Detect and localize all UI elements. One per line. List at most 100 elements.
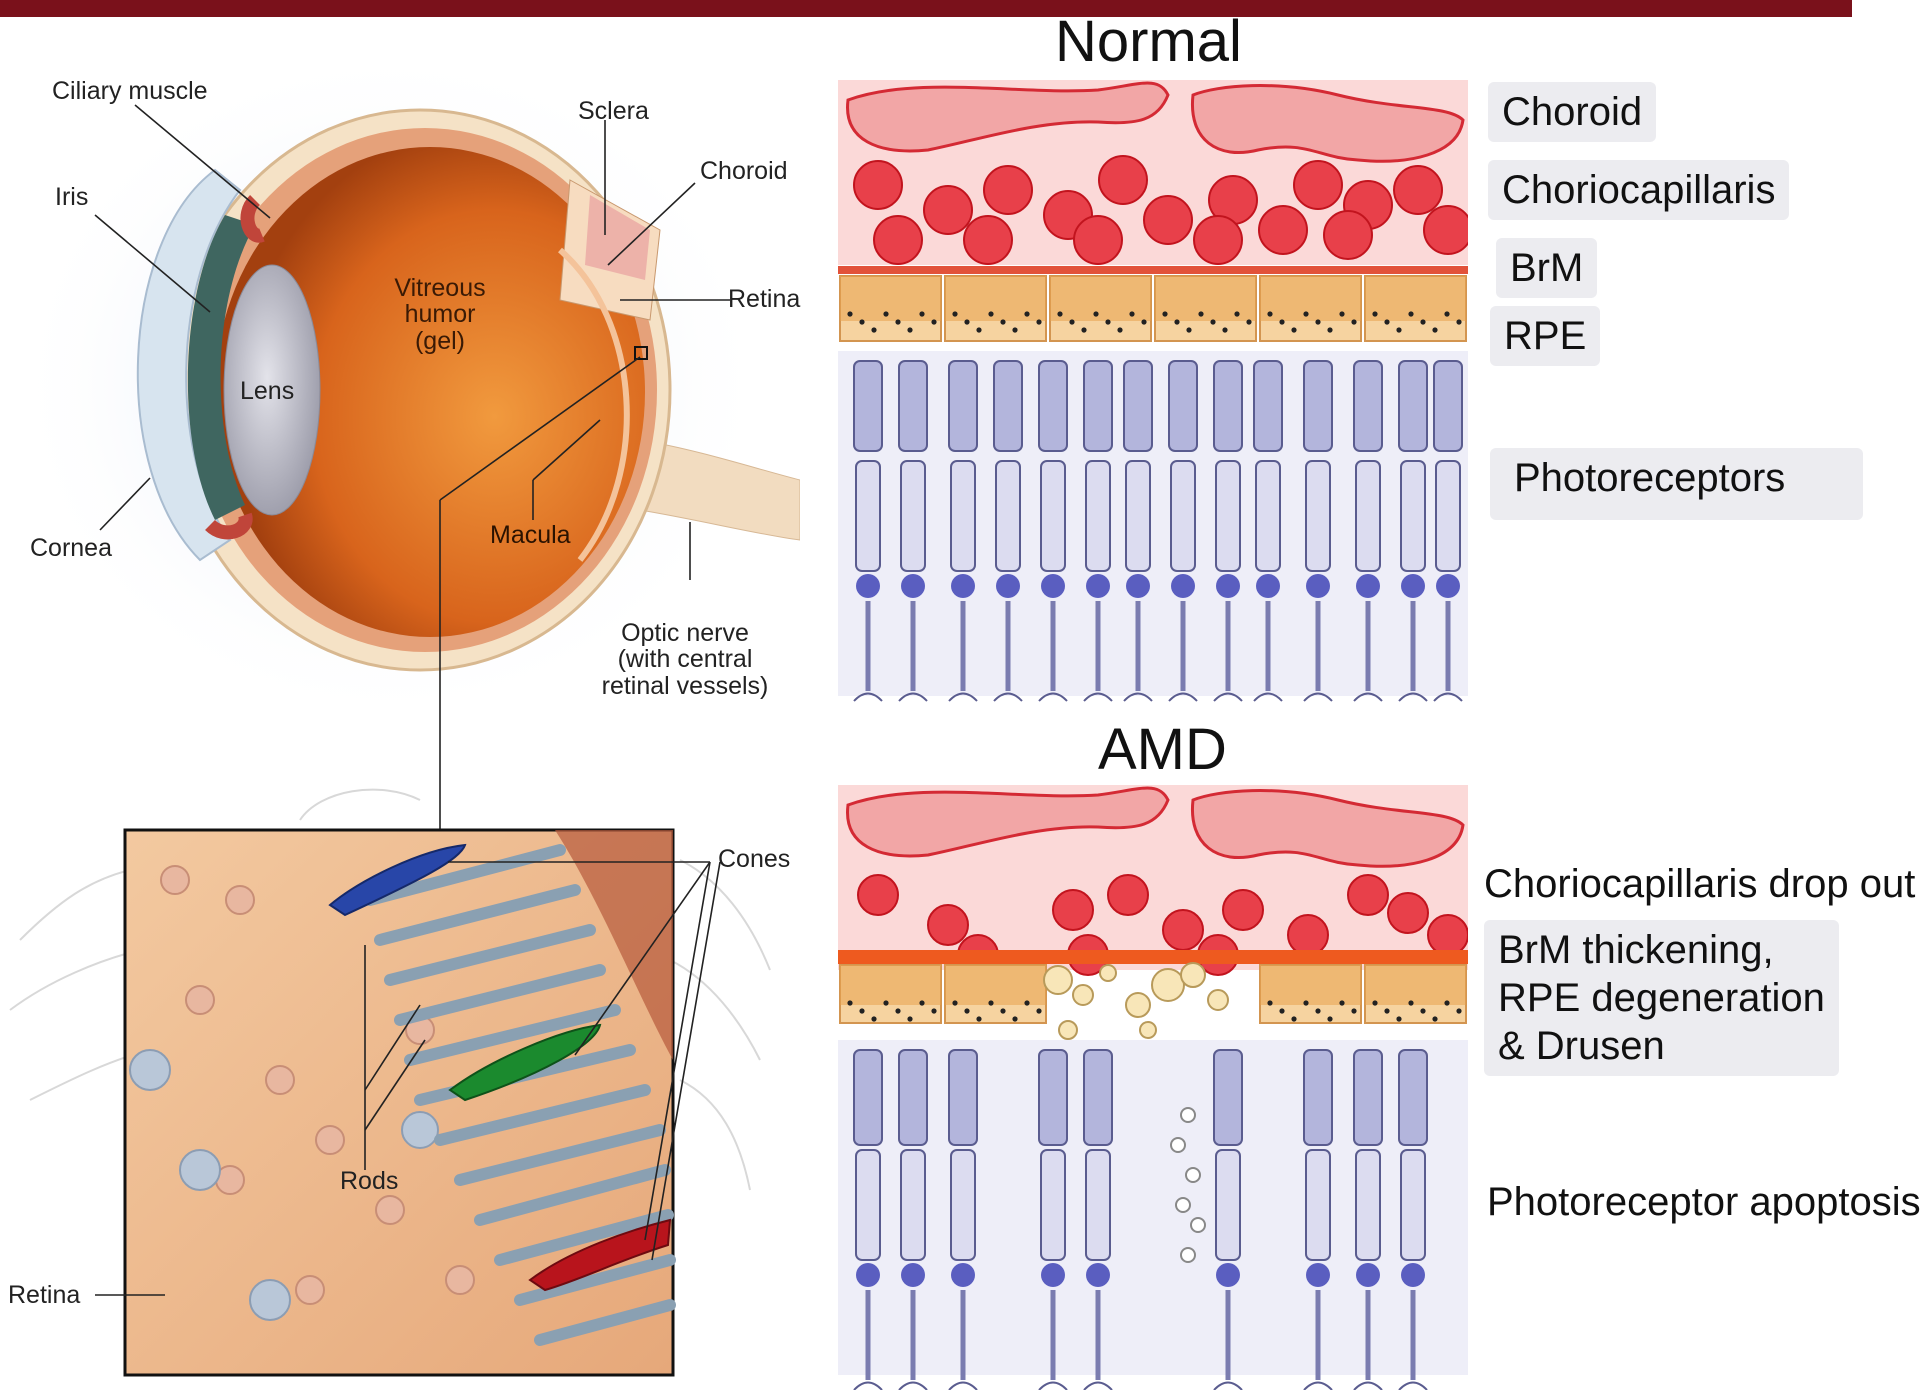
apoptotic-body bbox=[1176, 1198, 1190, 1212]
melanin-granule bbox=[859, 1008, 864, 1013]
melanin-granule bbox=[1057, 311, 1062, 316]
label-ciliary-muscle: Ciliary muscle bbox=[52, 78, 208, 104]
melanin-granule bbox=[1351, 319, 1356, 324]
rpe-cell-apical bbox=[1365, 276, 1466, 321]
photoreceptor-nucleus bbox=[901, 574, 925, 598]
melanin-granule bbox=[1396, 327, 1401, 332]
synaptic-terminal bbox=[1214, 1383, 1242, 1391]
melanin-granule bbox=[1000, 1008, 1005, 1013]
melanin-granule bbox=[871, 1016, 876, 1021]
photoreceptor-inner-segment bbox=[1306, 1150, 1330, 1260]
drusen-deposit bbox=[1073, 985, 1093, 1005]
photoreceptor-nucleus bbox=[1306, 574, 1330, 598]
melanin-granule bbox=[1279, 319, 1284, 324]
photoreceptor-nucleus bbox=[1436, 574, 1460, 598]
melanin-granule bbox=[871, 327, 876, 332]
photoreceptor-outer-segment bbox=[899, 361, 927, 451]
melanin-granule bbox=[1024, 311, 1029, 316]
photoreceptor-inner-segment bbox=[951, 1150, 975, 1260]
melanin-granule bbox=[952, 1000, 957, 1005]
apoptotic-body bbox=[1191, 1218, 1205, 1232]
melanin-granule bbox=[919, 311, 924, 316]
melanin-granule bbox=[1408, 311, 1413, 316]
melanin-granule bbox=[1186, 327, 1191, 332]
choriocapillaris-vessel bbox=[924, 186, 972, 234]
photoreceptor-inner-segment bbox=[951, 461, 975, 571]
melanin-granule bbox=[1036, 1008, 1041, 1013]
melanin-granule bbox=[1012, 1016, 1017, 1021]
photoreceptor-nucleus bbox=[1216, 1263, 1240, 1287]
tag-rpe: RPE bbox=[1490, 306, 1600, 366]
photoreceptor-outer-segment bbox=[1039, 1050, 1067, 1145]
choriocapillaris-vessel bbox=[1223, 890, 1263, 930]
choriocapillaris-vessel bbox=[1144, 196, 1192, 244]
choriocapillaris-vessel bbox=[1108, 875, 1148, 915]
photoreceptor-inner-segment bbox=[1086, 461, 1110, 571]
melanin-granule bbox=[1420, 319, 1425, 324]
melanin-granule bbox=[859, 319, 864, 324]
melanin-granule bbox=[1069, 319, 1074, 324]
label-cones: Cones bbox=[718, 846, 790, 872]
photoreceptor-outer-segment bbox=[949, 1050, 977, 1145]
photoreceptor-nucleus bbox=[1041, 574, 1065, 598]
tag-choroid: Choroid bbox=[1488, 82, 1656, 142]
melanin-granule bbox=[1093, 311, 1098, 316]
melanin-granule bbox=[883, 1000, 888, 1005]
photoreceptor-nucleus bbox=[951, 1263, 975, 1287]
melanin-granule bbox=[1372, 311, 1377, 316]
photoreceptor-nucleus bbox=[901, 1263, 925, 1287]
melanin-granule bbox=[952, 311, 957, 316]
melanin-granule bbox=[1339, 311, 1344, 316]
melanin-granule bbox=[988, 311, 993, 316]
melanin-granule bbox=[895, 1008, 900, 1013]
melanin-granule bbox=[1129, 311, 1134, 316]
drusen-deposit bbox=[1059, 1021, 1077, 1039]
choriocapillaris-vessel bbox=[874, 216, 922, 264]
photoreceptor-outer-segment bbox=[854, 361, 882, 451]
melanin-granule bbox=[1327, 327, 1332, 332]
melanin-granule bbox=[1444, 311, 1449, 316]
melanin-granule bbox=[931, 319, 936, 324]
melanin-granule bbox=[1420, 1008, 1425, 1013]
choriocapillaris-vessel bbox=[1288, 915, 1328, 955]
photoreceptor-outer-segment bbox=[1354, 1050, 1382, 1145]
rpe-cell-apical bbox=[945, 965, 1046, 1005]
drusen-deposit bbox=[1140, 1022, 1156, 1038]
synaptic-terminal bbox=[949, 1383, 977, 1391]
melanin-granule bbox=[919, 1000, 924, 1005]
photoreceptor-nucleus bbox=[1401, 574, 1425, 598]
photoreceptor-inner-segment bbox=[1256, 461, 1280, 571]
drusen-deposit bbox=[1044, 966, 1072, 994]
photoreceptor-nucleus bbox=[1086, 574, 1110, 598]
photoreceptor-nucleus bbox=[951, 574, 975, 598]
melanin-granule bbox=[1396, 1016, 1401, 1021]
melanin-granule bbox=[1174, 319, 1179, 324]
photoreceptor-outer-segment bbox=[1304, 361, 1332, 451]
melanin-granule bbox=[1408, 1000, 1413, 1005]
photoreceptor-inner-segment bbox=[1436, 461, 1460, 571]
photoreceptor-inner-segment bbox=[1041, 1150, 1065, 1260]
rpe-cell-apical bbox=[1155, 276, 1256, 321]
melanin-granule bbox=[907, 327, 912, 332]
choriocapillaris-vessel bbox=[1163, 910, 1203, 950]
apoptotic-body bbox=[1186, 1168, 1200, 1182]
photoreceptor-outer-segment bbox=[1084, 361, 1112, 451]
choriocapillaris-vessel bbox=[1074, 216, 1122, 264]
melanin-granule bbox=[1012, 327, 1017, 332]
choriocapillaris-vessel bbox=[1053, 890, 1093, 930]
label-choroid: Choroid bbox=[700, 158, 788, 184]
tag-photoreceptor-apoptosis: Photoreceptor apoptosis bbox=[1487, 1178, 1921, 1226]
label-cornea: Cornea bbox=[30, 535, 112, 561]
photoreceptor-outer-segment bbox=[1214, 361, 1242, 451]
apoptotic-body bbox=[1171, 1138, 1185, 1152]
choriocapillaris-vessel bbox=[1394, 166, 1442, 214]
tag-choriocapillaris: Choriocapillaris bbox=[1488, 160, 1789, 220]
amd-retina-diagram bbox=[838, 785, 1468, 1390]
photoreceptor-inner-segment bbox=[1401, 461, 1425, 571]
label-retina: Retina bbox=[728, 286, 800, 312]
melanin-granule bbox=[1315, 319, 1320, 324]
photoreceptor-nucleus bbox=[1306, 1263, 1330, 1287]
photoreceptor-nucleus bbox=[1041, 1263, 1065, 1287]
melanin-granule bbox=[847, 1000, 852, 1005]
melanin-granule bbox=[895, 319, 900, 324]
